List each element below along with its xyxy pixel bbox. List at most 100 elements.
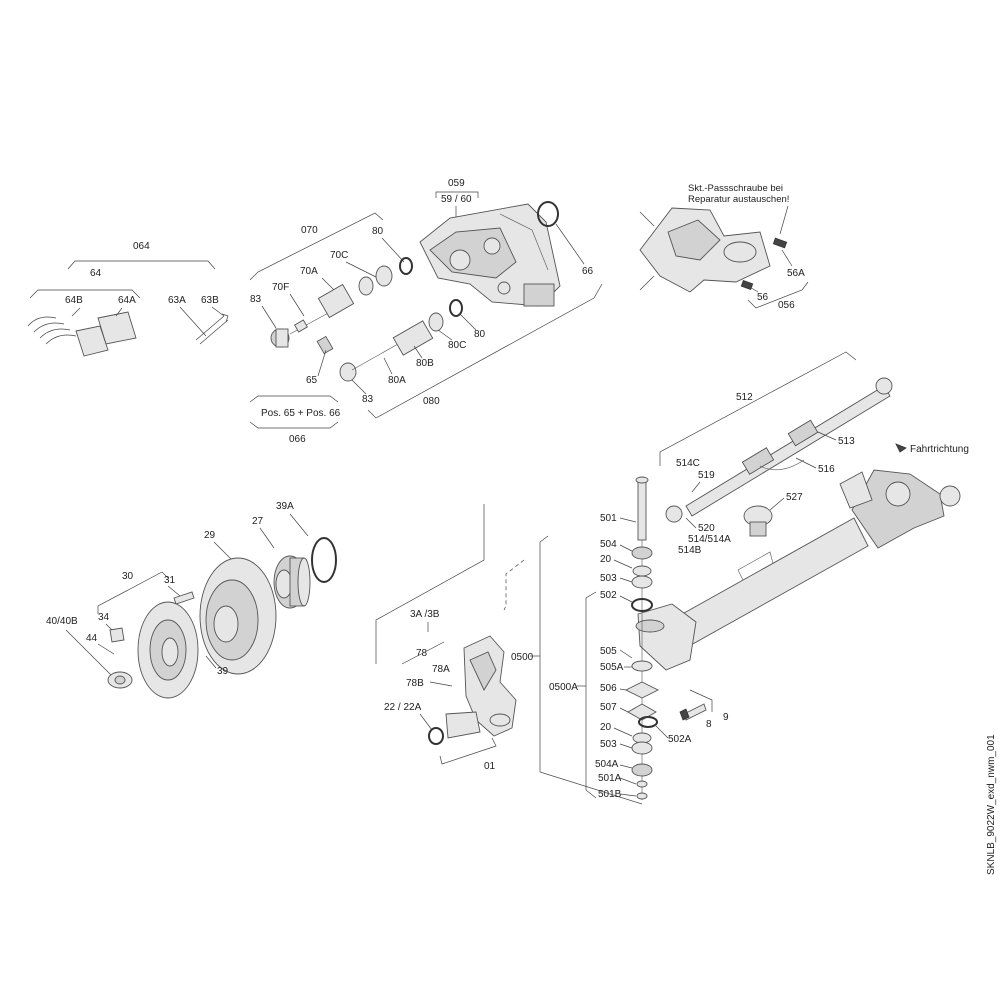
- label-070: 070: [301, 225, 318, 236]
- label-31: 31: [164, 575, 176, 586]
- axle-beam-icon: [635, 469, 961, 671]
- label-20-top: 20: [600, 554, 612, 565]
- label-80B: 80B: [416, 358, 434, 369]
- label-80-mid: 80: [474, 329, 486, 340]
- label-22-22A: 22 / 22A: [384, 702, 422, 713]
- label-70C: 70C: [330, 250, 348, 261]
- retaining-clip-icon: [179, 306, 229, 345]
- label-066: 066: [289, 434, 306, 445]
- label-513: 513: [838, 436, 855, 447]
- label-501A: 501A: [598, 773, 622, 784]
- label-056: 056: [778, 300, 795, 311]
- label-56A: 56A: [787, 268, 805, 279]
- note-line-2: Reparatur austauschen!: [688, 194, 789, 205]
- ball-joint-icon: [737, 505, 779, 591]
- label-39: 39: [217, 666, 229, 677]
- label-514-514A: 514/514A: [688, 534, 731, 545]
- wheel-stud-icon: [173, 591, 195, 605]
- label-502A: 502A: [668, 734, 692, 745]
- tie-rod-group: 512 513 516 514C 519 520 514/514A 514B 5…: [659, 351, 893, 591]
- label-01: 01: [484, 761, 496, 772]
- label-30: 30: [122, 571, 134, 582]
- steering-arm-detail-icon: [639, 207, 788, 293]
- caliper-kit-group: 070 80 70C 70A 70F 83 65 80A 80B 83 80C …: [249, 212, 603, 445]
- bracket-pos: [249, 395, 339, 403]
- label-34: 34: [98, 612, 110, 623]
- label-3A-3B: 3A /3B: [410, 609, 440, 620]
- bracket-512: [659, 351, 857, 466]
- caliper-pin-kit-icon: [316, 299, 463, 382]
- label-059: 059: [448, 178, 465, 189]
- label-519: 519: [698, 470, 715, 481]
- label-516: 516: [818, 464, 835, 475]
- label-505A: 505A: [600, 662, 624, 673]
- label-512: 512: [736, 392, 753, 403]
- label-507: 507: [600, 702, 617, 713]
- brake-caliper-group: 059 59 / 60 66: [419, 178, 594, 307]
- label-80A: 80A: [388, 375, 406, 386]
- steering-knuckle-icon: [428, 635, 517, 745]
- wheel-nut-icon: [109, 627, 125, 643]
- bracket-059: [435, 191, 479, 198]
- hub-carrier-icon: [137, 601, 199, 699]
- wheel-end-group: 29 27 39A 39 30 31 34 40/40B 44: [46, 501, 337, 699]
- label-27: 27: [252, 516, 264, 527]
- bracket-0500: [539, 535, 643, 805]
- brake-pad-icon: [27, 307, 137, 357]
- tie-rod-icon: [665, 377, 893, 523]
- label-503-top: 503: [600, 573, 617, 584]
- label-63A: 63A: [168, 295, 186, 306]
- label-40-40B: 40/40B: [46, 616, 78, 627]
- bracket-080: [367, 283, 603, 419]
- label-70A: 70A: [300, 266, 318, 277]
- caliper-guide-kit-icon: [270, 257, 413, 348]
- label-56: 56: [757, 292, 769, 303]
- label-39A: 39A: [276, 501, 294, 512]
- label-9: 9: [723, 712, 729, 723]
- seal-ring-39A-icon: [311, 537, 337, 583]
- label-83-bottom: 83: [362, 394, 374, 405]
- label-83-top: 83: [250, 294, 262, 305]
- note-line-1: Skt.-Passschraube bei: [688, 183, 783, 194]
- label-20-bottom: 20: [600, 722, 612, 733]
- bracket-01: [439, 737, 497, 765]
- cover-plate-icon: [624, 681, 660, 699]
- label-29: 29: [204, 530, 216, 541]
- label-503-bottom: 503: [600, 739, 617, 750]
- direction-arrow-icon: Fahrtrichtung: [895, 443, 969, 455]
- hub-cap-icon: [107, 671, 133, 689]
- label-59-60: 59 / 60: [441, 194, 472, 205]
- bracket-0500A: [585, 591, 597, 799]
- label-514B: 514B: [678, 545, 702, 556]
- seal-ring-icon: [537, 201, 559, 227]
- label-pos-65-66: Pos. 65 + Pos. 66: [261, 408, 341, 419]
- label-064: 064: [133, 241, 150, 252]
- drawing-id: SKNLB_9022W_exd_nwm_001: [986, 734, 997, 875]
- label-70F: 70F: [272, 282, 289, 293]
- bracket-056: [747, 281, 809, 309]
- bracket-064: [67, 260, 216, 270]
- label-78A: 78A: [432, 664, 450, 675]
- label-514C: 514C: [676, 458, 700, 469]
- brake-caliper-icon: [419, 203, 561, 307]
- label-0500A: 0500A: [549, 682, 578, 693]
- label-64A: 64A: [118, 295, 136, 306]
- label-80C: 80C: [448, 340, 466, 351]
- label-520: 520: [698, 523, 715, 534]
- steering-knuckle-group: 3A /3B 78 78A 78B 22 / 22A 01: [375, 504, 525, 772]
- bracket-070: [249, 212, 384, 281]
- label-527: 527: [786, 492, 803, 503]
- wheel-hub-icon: [273, 555, 311, 609]
- bracket-066: [249, 421, 339, 429]
- label-501: 501: [600, 513, 617, 524]
- label-65: 65: [306, 375, 318, 386]
- label-505: 505: [600, 646, 617, 657]
- bracket-30: [97, 571, 169, 614]
- label-64: 64: [90, 268, 102, 279]
- fitted-screw-detail: Skt.-Passschraube bei Reparatur austausc…: [639, 183, 809, 311]
- label-506: 506: [600, 683, 617, 694]
- label-78B: 78B: [406, 678, 424, 689]
- kingpin-bolt-icon: [637, 479, 647, 541]
- label-502: 502: [600, 590, 617, 601]
